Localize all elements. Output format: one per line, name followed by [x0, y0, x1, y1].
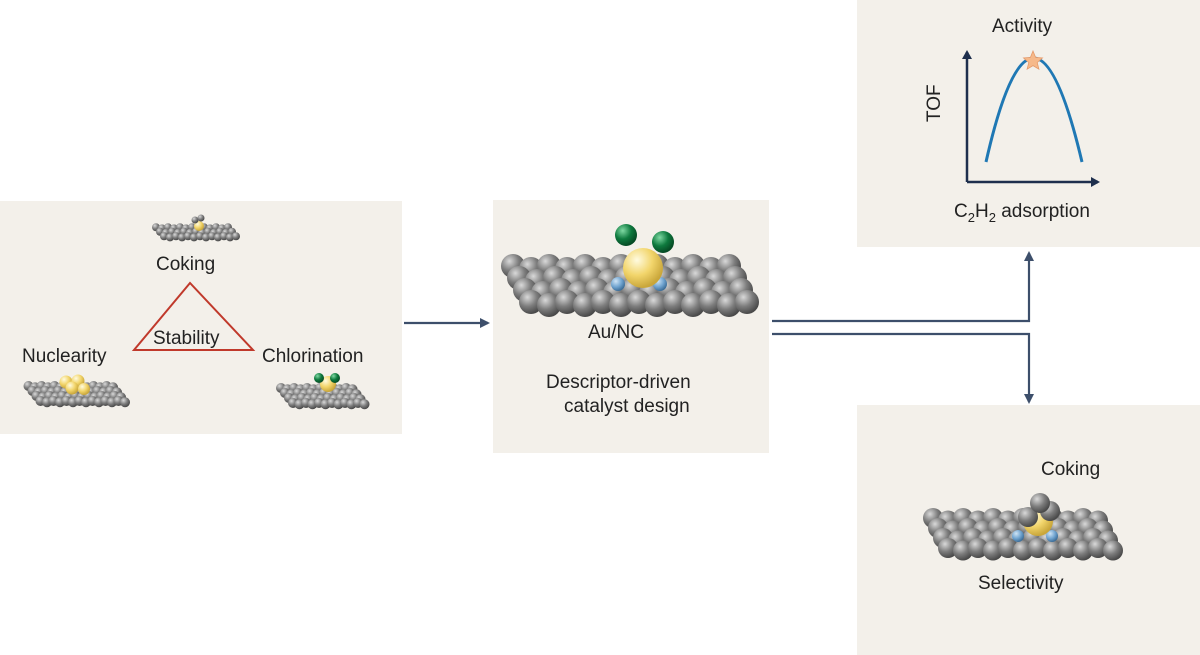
atom [1013, 540, 1033, 561]
atom [1012, 530, 1024, 542]
coking-label: Coking [156, 254, 216, 275]
atom [537, 293, 561, 317]
atom [1030, 493, 1050, 513]
activity-panel [857, 0, 1200, 247]
atom [314, 373, 324, 383]
atom [998, 538, 1018, 558]
atom [1088, 538, 1108, 558]
atom [968, 538, 988, 558]
atom [191, 216, 199, 224]
atom [226, 233, 234, 242]
atom [609, 293, 633, 317]
atom [160, 232, 168, 241]
atom [652, 231, 674, 253]
chlorination-label: Chlorination [262, 346, 364, 367]
design-label-line1: Descriptor-driven [546, 372, 691, 393]
atom [214, 233, 222, 242]
atom [938, 538, 958, 558]
au-nc-molecule [501, 224, 759, 317]
atom [78, 383, 90, 395]
nuclearity-molecule [23, 374, 130, 408]
x-axis-label-h: H [974, 201, 989, 222]
arrow-center-to-selectivity [772, 332, 1034, 404]
x-axis-label-tail: adsorption [995, 201, 1090, 222]
atom [573, 293, 597, 317]
arrow-center-to-activity [772, 251, 1034, 323]
atom [178, 233, 186, 242]
atom [194, 221, 204, 231]
atom [232, 232, 240, 241]
atom [196, 232, 204, 241]
coking-molecule-large [923, 493, 1123, 561]
coking-molecule-small [152, 214, 240, 242]
atom [190, 233, 198, 242]
atom [663, 290, 687, 314]
atom [166, 233, 174, 242]
catalyst-label: Au/NC [588, 322, 644, 343]
atom [1028, 538, 1048, 558]
atom [611, 277, 625, 291]
atom [735, 290, 759, 314]
stability-label: Stability [153, 328, 220, 349]
atom [1058, 538, 1078, 558]
atom [1018, 507, 1038, 527]
atom [330, 373, 340, 383]
atom [208, 232, 216, 241]
atom [184, 232, 192, 241]
atom [1073, 540, 1093, 561]
atom [202, 233, 210, 242]
stability-triangle [131, 281, 256, 351]
selectivity-coking-label: Coking [1041, 459, 1101, 480]
atom [555, 290, 579, 314]
chlorination-molecule [276, 373, 370, 410]
tof-axis-label: TOF [924, 84, 945, 122]
atom [197, 214, 205, 222]
x-axis-label: C2H2 adsorption [954, 202, 1090, 224]
atom [1103, 540, 1123, 561]
atom [1043, 540, 1063, 561]
atom [681, 293, 705, 317]
atom [120, 397, 130, 408]
activity-title: Activity [992, 16, 1053, 37]
atom [172, 232, 180, 241]
atom [953, 540, 973, 561]
atom [645, 293, 669, 317]
x-axis-subscript-2: 2 [988, 209, 996, 225]
atom [1046, 530, 1058, 542]
atom [699, 290, 723, 314]
atom [717, 293, 741, 317]
atom [615, 224, 637, 246]
design-label-line2: catalyst design [564, 396, 690, 417]
atom [65, 381, 79, 395]
atom [220, 232, 228, 241]
volcano-curve [984, 56, 1084, 163]
atom [359, 399, 370, 410]
selectivity-label: Selectivity [978, 573, 1064, 594]
nuclearity-label: Nuclearity [22, 346, 107, 367]
atom [591, 290, 615, 314]
atom [983, 540, 1003, 561]
atom [627, 290, 651, 314]
x-axis-subscript-1: 2 [967, 209, 975, 225]
optimum-star-icon [1022, 49, 1044, 71]
atom [623, 248, 663, 288]
atom [519, 290, 543, 314]
x-axis-label-c: C [954, 201, 968, 222]
